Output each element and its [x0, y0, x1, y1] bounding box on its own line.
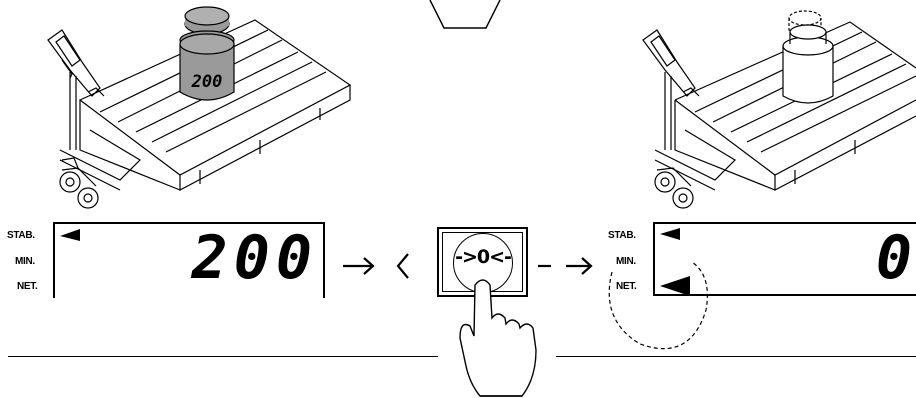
left-display-reading: 200	[191, 223, 318, 293]
right-net-indicator	[660, 276, 690, 296]
left-stab-label: STAB.	[7, 230, 35, 241]
zero-key-label: ->0<-	[455, 246, 512, 268]
left-net-label: NET.	[17, 281, 38, 292]
right-min-label: MIN.	[616, 256, 636, 267]
zero-key-button[interactable]: ->0<-	[437, 227, 528, 297]
finger-press-icon	[429, 0, 501, 29]
left-min-label: MIN.	[15, 256, 35, 267]
test-weight-icon	[179, 6, 235, 101]
right-stab-indicator	[660, 228, 680, 240]
pallet-truck-icon	[642, 21, 916, 209]
left-display-panel	[53, 222, 325, 298]
test-weight-outline-icon	[782, 10, 834, 104]
chevron-left-icon	[396, 253, 409, 279]
weight-value-label: 200	[191, 72, 223, 92]
right-stab-label: STAB.	[608, 230, 636, 241]
dashed-circle-highlight	[608, 261, 708, 350]
right-display-reading: 0	[875, 223, 912, 293]
arrow-right-icon	[343, 257, 375, 275]
right-baseline	[556, 356, 916, 357]
finger-press-icon	[459, 279, 537, 397]
left-baseline	[8, 356, 438, 357]
arrow-right-icon	[538, 257, 593, 275]
right-display-panel	[653, 222, 916, 296]
right-net-label: NET.	[616, 281, 637, 292]
